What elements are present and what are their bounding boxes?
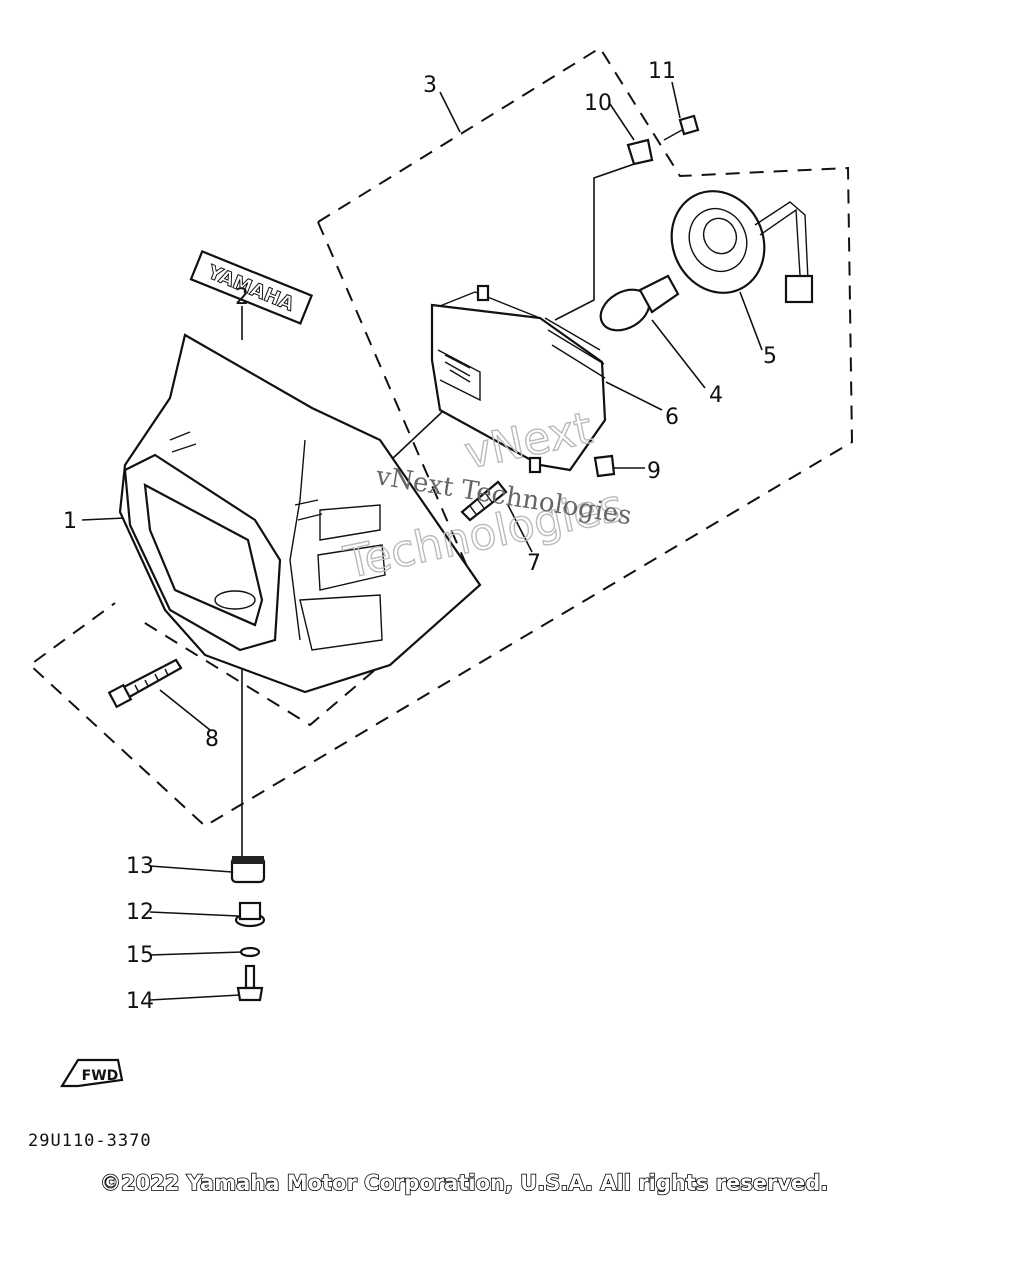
callout-15: 15 — [126, 943, 154, 968]
callout-13: 13 — [126, 854, 154, 879]
collar-12 — [234, 901, 266, 928]
washer-15 — [239, 946, 261, 958]
assembly-3-outline — [28, 46, 854, 828]
fwd-arrow: FWD — [60, 1058, 124, 1088]
callout-10: 10 — [584, 91, 612, 116]
headlight-bulb — [599, 274, 680, 332]
callout-4: 4 — [709, 383, 723, 408]
callout-14: 14 — [126, 989, 154, 1014]
clip-and-screw — [626, 114, 700, 166]
callout-3: 3 — [423, 73, 437, 98]
bolt-8 — [107, 658, 183, 709]
yamaha-emblem: YAMAHA — [189, 250, 314, 325]
callout-11: 11 — [648, 59, 676, 84]
callout-1: 1 — [63, 509, 77, 534]
diagram-code: 29U110-3370 — [28, 1131, 152, 1151]
bulb-socket — [670, 190, 814, 304]
grommet-13 — [230, 856, 266, 884]
fwd-label: FWD — [82, 1068, 119, 1084]
headlight-cowl — [118, 333, 482, 694]
headlight-unit — [430, 284, 607, 474]
callout-8: 8 — [205, 727, 219, 752]
copyright-notice: ©2022 Yamaha Motor Corporation, U.S.A. A… — [100, 1171, 828, 1195]
callout-numbers: 3 10 11 2 1 5 4 6 9 7 8 13 12 15 14 — [63, 59, 777, 1014]
bolt-14 — [236, 964, 264, 1002]
nut-9 — [593, 454, 616, 478]
callout-12: 12 — [126, 900, 154, 925]
callout-7: 7 — [527, 551, 541, 576]
callout-2: 2 — [235, 285, 249, 310]
callout-6: 6 — [665, 405, 679, 430]
adjusting-screw — [460, 480, 508, 522]
callout-5: 5 — [763, 344, 777, 369]
callout-9: 9 — [647, 459, 661, 484]
